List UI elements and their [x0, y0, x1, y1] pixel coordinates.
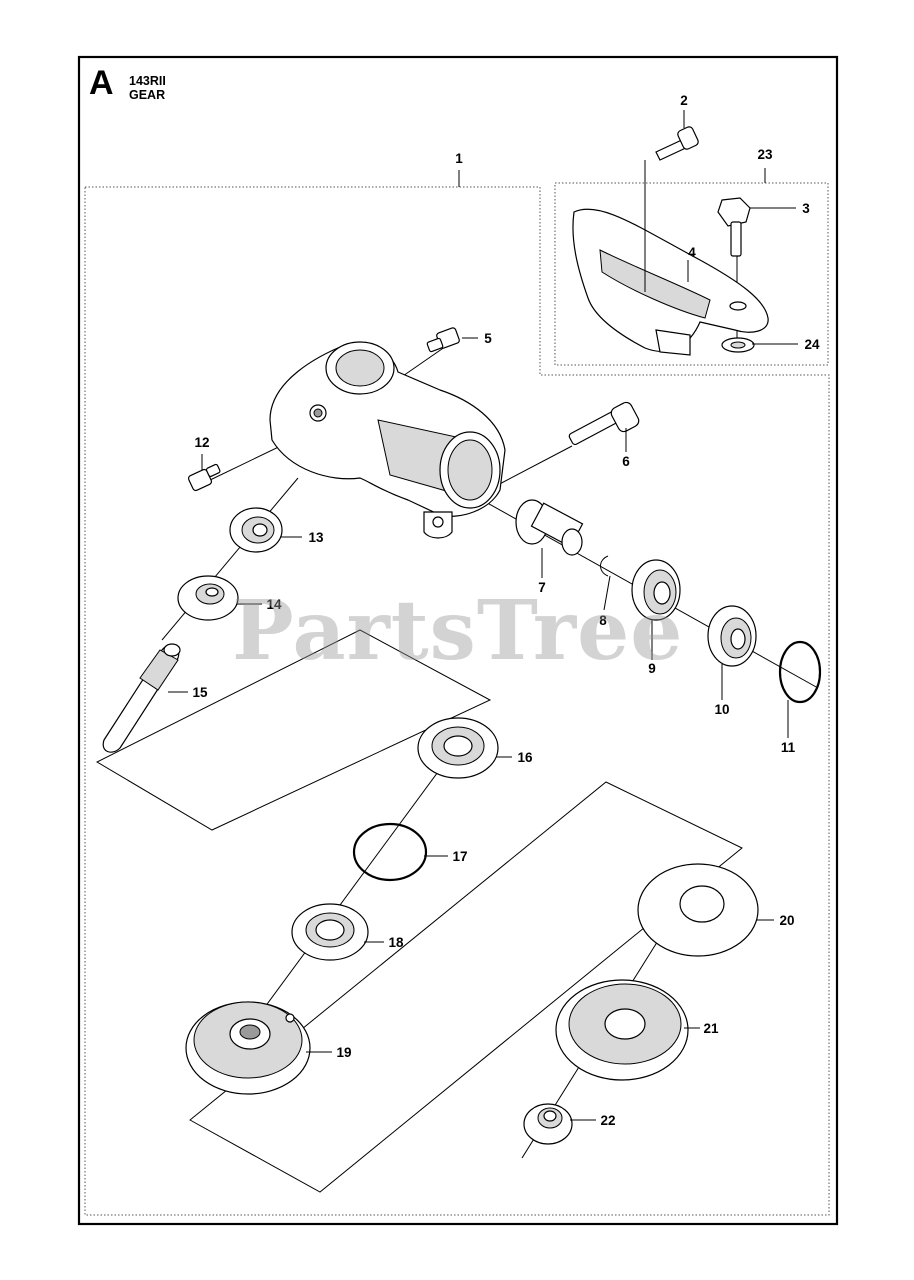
circlip-8 — [600, 555, 609, 577]
callout-8: 8 — [599, 613, 607, 628]
callout-12: 12 — [194, 435, 209, 450]
nut-22 — [523, 1103, 573, 1145]
callout-13: 13 — [308, 530, 324, 545]
callout-21: 21 — [703, 1021, 719, 1036]
axis-lower-stack — [247, 741, 461, 1031]
axis-output-shaft — [431, 471, 819, 689]
diagram-title: GEAR — [129, 88, 166, 102]
screw-5 — [426, 327, 460, 353]
output-shaft — [515, 499, 584, 556]
callout-9: 9 — [648, 661, 656, 676]
axis-input-shaft — [161, 477, 299, 641]
gear-housing — [269, 341, 506, 539]
axis-bolt-6 — [491, 445, 573, 489]
guard-washer — [721, 337, 755, 353]
callout-14: 14 — [266, 597, 282, 612]
callout-20: 20 — [779, 913, 794, 928]
support-cup-20 — [637, 863, 759, 957]
bearing-13 — [229, 507, 283, 553]
callout-24: 24 — [804, 337, 820, 352]
bearing-10 — [707, 605, 757, 667]
washer-14 — [177, 575, 239, 621]
guard — [572, 208, 769, 356]
callout-leaders — [168, 110, 798, 1121]
guard-screw — [717, 197, 751, 257]
callout-5: 5 — [484, 331, 492, 346]
section-letter: A — [89, 64, 114, 102]
shaft-projection-frame — [95, 629, 492, 831]
guard-bolt — [655, 126, 699, 161]
model-number: 143RII — [129, 74, 166, 88]
callout-19: 19 — [336, 1045, 351, 1060]
retaining-ring-17 — [352, 822, 428, 882]
bearing-housing-19 — [185, 1001, 311, 1095]
seal-18 — [291, 903, 369, 961]
callout-2: 2 — [680, 93, 688, 108]
callout-10: 10 — [714, 702, 729, 717]
callout-23: 23 — [757, 147, 773, 162]
pinion-shaft — [102, 643, 181, 753]
callout-1: 1 — [455, 151, 463, 166]
flange-projection-frame — [189, 781, 743, 1193]
callout-11: 11 — [781, 740, 796, 755]
callout-7: 7 — [538, 580, 546, 595]
bearing-16 — [417, 717, 499, 779]
callout-3: 3 — [802, 201, 810, 216]
callout-18: 18 — [388, 935, 404, 950]
retaining-ring-11 — [778, 640, 822, 704]
thrust-washer-21 — [555, 979, 689, 1081]
callout-6: 6 — [622, 454, 630, 469]
assembly-1-boundary — [84, 186, 830, 1216]
callout-17: 17 — [452, 849, 467, 864]
page-frame — [77, 55, 839, 1226]
callout-4: 4 — [688, 245, 696, 260]
callout-16: 16 — [517, 750, 533, 765]
callout-15: 15 — [192, 685, 208, 700]
bolt-6 — [568, 401, 640, 446]
callout-numbers: 1 2 3 4 5 6 7 8 9 10 11 12 13 14 15 16 1… — [192, 93, 820, 1128]
assembly-23-boundary — [554, 182, 829, 366]
callout-22: 22 — [600, 1113, 615, 1128]
bearing-9 — [631, 559, 681, 621]
screw-12 — [187, 463, 221, 492]
